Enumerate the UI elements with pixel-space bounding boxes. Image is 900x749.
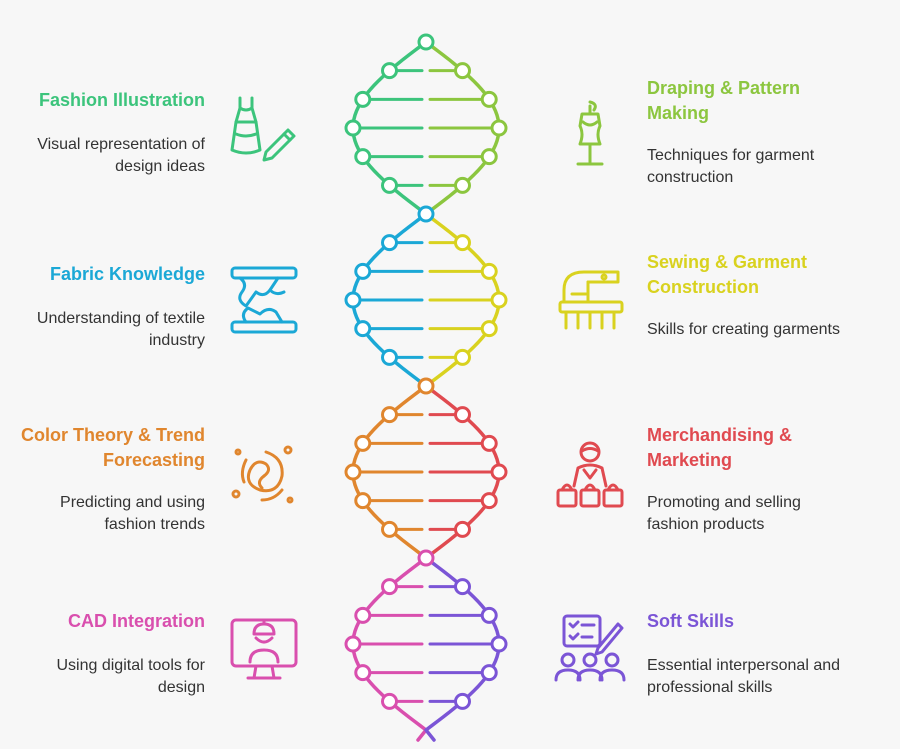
item-color-theory: Color Theory & Trend Forecasting Predict…	[5, 423, 205, 536]
item-title: CAD Integration	[68, 611, 205, 631]
item-description: Using digital tools for design	[56, 657, 205, 696]
item-title: Soft Skills	[647, 611, 735, 631]
item-description: Techniques for garment construction	[647, 147, 815, 186]
helix-node-right	[480, 606, 498, 624]
item-description: Promoting and selling fashion products	[647, 494, 801, 533]
item-sewing-garment-construction: Sewing & Garment Construction Skills for…	[647, 250, 847, 341]
helix-node-right	[480, 262, 498, 280]
helix-node-right	[454, 692, 471, 710]
item-title: Merchandising & Marketing	[647, 425, 793, 470]
helix-junction-node	[417, 549, 435, 567]
item-title: Color Theory & Trend Forecasting	[20, 425, 205, 470]
helix-node-right	[454, 406, 471, 424]
helix-node-right	[454, 578, 471, 596]
helix-node-right	[454, 62, 471, 80]
item-description: Skills for creating garments	[647, 321, 840, 338]
dress-pencil-icon	[226, 92, 302, 168]
helix-node-left	[344, 635, 362, 653]
team-checklist-icon	[552, 610, 628, 686]
helix-node-right	[490, 291, 508, 309]
helix-node-right	[490, 635, 508, 653]
helix-node-right	[480, 434, 498, 452]
item-title: Sewing & Garment Construction	[647, 252, 808, 297]
fabric-roll-icon	[226, 262, 302, 338]
cad-monitor-icon	[226, 610, 302, 686]
helix-node-right	[480, 664, 498, 682]
helix-node-left	[354, 262, 372, 280]
item-description: Visual representation of design ideas	[37, 136, 205, 175]
item-description: Predicting and using fashion trends	[60, 494, 205, 533]
helix-junction-node	[417, 33, 435, 51]
helix-node-left	[344, 291, 362, 309]
helix-junction-node	[417, 205, 435, 223]
helix-node-left	[381, 176, 398, 194]
item-cad-integration: CAD Integration Using digital tools for …	[5, 609, 205, 699]
helix-node-left	[354, 664, 372, 682]
helix-node-left	[354, 434, 372, 452]
item-description: Essential interpersonal and professional…	[647, 657, 841, 696]
item-fabric-knowledge: Fabric Knowledge Understanding of textil…	[5, 262, 205, 352]
helix-node-left	[354, 90, 372, 108]
sewing-machine-icon	[552, 264, 628, 340]
helix-node-right	[480, 492, 498, 510]
helix-node-right	[454, 520, 471, 538]
helix-node-left	[354, 148, 372, 166]
helix-node-right	[454, 348, 471, 366]
helix-node-left	[381, 578, 398, 596]
helix-node-right	[480, 320, 498, 338]
helix-node-left	[344, 463, 362, 481]
item-merchandising-marketing: Merchandising & Marketing Promoting and …	[647, 423, 847, 536]
helix-node-left	[381, 520, 398, 538]
item-title: Fashion Illustration	[38, 90, 205, 110]
helix-node-right	[480, 90, 498, 108]
item-description: Understanding of textile industry	[36, 310, 205, 349]
item-title: Fabric Knowledge	[49, 264, 205, 284]
swirl-icon	[226, 438, 302, 514]
helix-node-left	[381, 406, 398, 424]
helix-node-left	[381, 62, 398, 80]
helix-tail-left	[416, 728, 428, 742]
helix-node-left	[381, 692, 398, 710]
item-fashion-illustration: Fashion Illustration Visual representati…	[5, 88, 205, 178]
helix-node-right	[480, 148, 498, 166]
helix-node-left	[354, 492, 372, 510]
item-draping-pattern-making: Draping & Pattern Making Techniques for …	[647, 76, 847, 189]
helix-node-left	[354, 606, 372, 624]
item-soft-skills: Soft Skills Essential interpersonal and …	[647, 609, 847, 699]
helix-node-left	[381, 234, 398, 252]
dress-form-icon	[552, 98, 628, 174]
helix-node-left	[381, 348, 398, 366]
helix-junction-node	[417, 377, 435, 395]
helix-node-right	[490, 463, 508, 481]
helix-node-left	[344, 119, 362, 137]
helix-node-right	[454, 234, 471, 252]
helix-node-right	[454, 176, 471, 194]
helix-tail-right	[424, 728, 436, 742]
helix-node-right	[490, 119, 508, 137]
item-title: Draping & Pattern Making	[647, 78, 801, 123]
shopper-bags-icon	[552, 438, 628, 514]
helix-node-left	[354, 320, 372, 338]
